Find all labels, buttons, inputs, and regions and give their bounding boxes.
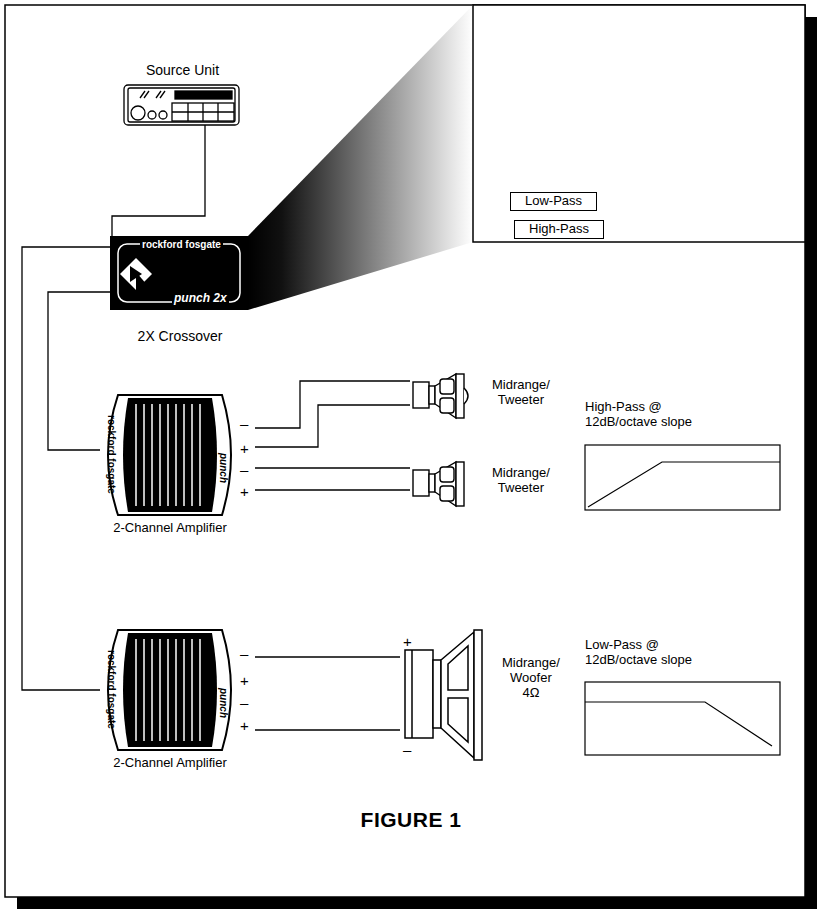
signal-wire — [112, 125, 205, 236]
node-label: High-Pass @ 12dB/octave slope — [585, 400, 725, 430]
signal-wire — [255, 656, 400, 657]
crossover: rockford fosgate punch 2x 2X Crossover — [110, 236, 250, 346]
node-label: 2-Channel Amplifier — [100, 756, 240, 771]
amplifier: rockford fosgate punch 2-Channel Amplifier — [100, 393, 255, 543]
high-pass-graph — [585, 445, 780, 510]
logo-text: rockford fosgate — [140, 239, 223, 251]
node-label: High-Pass — [529, 222, 589, 237]
tweeter: Midrange/ Tweeter — [410, 458, 560, 510]
amplifier-drawing — [108, 395, 231, 515]
crossover-drawing — [110, 236, 248, 310]
fin-line — [151, 404, 153, 506]
amplifier-drawing — [108, 630, 231, 750]
zoom-panel — [473, 5, 805, 242]
fin-line — [143, 639, 145, 741]
fin-line — [175, 404, 177, 506]
fin-line — [167, 404, 169, 506]
fin-line — [135, 639, 137, 741]
response-graph: Low-Pass @ 12dB/octave slope — [580, 638, 785, 758]
fin-line — [183, 404, 185, 506]
fin-line — [143, 404, 145, 506]
node-label: Low-Pass — [525, 194, 582, 209]
signal-wire — [255, 729, 400, 730]
zoom-wedge — [248, 5, 473, 310]
node-label: Low-Pass @ 12dB/octave slope — [585, 638, 725, 668]
fin-line — [167, 639, 169, 741]
fin-line — [199, 404, 201, 506]
fin-line — [175, 639, 177, 741]
terminal-sign: – — [240, 416, 248, 431]
terminal-sign: + — [403, 634, 412, 649]
fin-line — [191, 639, 193, 741]
terminal-sign: + — [240, 441, 249, 456]
fin-line — [135, 404, 137, 506]
response-graph: High-Pass @ 12dB/octave slope — [580, 400, 785, 512]
fin-line — [191, 404, 193, 506]
filter-box: High-Pass — [514, 220, 604, 239]
terminal-sign: + — [240, 673, 249, 688]
logo-text: punch — [218, 453, 228, 483]
frame — [5, 5, 805, 897]
tweeter-drawing — [413, 462, 464, 506]
source-unit: Source Unit — [120, 62, 245, 125]
signal-wire — [255, 405, 410, 447]
node-label: Source Unit — [120, 62, 245, 78]
woofer-drawing — [405, 630, 482, 760]
filter-box: Low-Pass — [510, 192, 597, 211]
tweeter-drawing — [413, 374, 468, 418]
signal-wire — [22, 247, 110, 690]
source-unit-drawing — [124, 85, 239, 125]
terminal-sign: – — [240, 695, 248, 710]
signal-wire — [255, 489, 410, 490]
tweeter: Midrange/ Tweeter — [410, 372, 560, 420]
woofer: Midrange/ Woofer 4Ω — [400, 628, 560, 762]
amplifier: rockford fosgate punch 2-Channel Amplifier — [100, 628, 255, 778]
fin-line — [151, 639, 153, 741]
node-label: 2-Channel Amplifier — [100, 521, 240, 536]
fin-line — [159, 639, 161, 741]
node-label: Midrange/ Tweeter — [492, 378, 550, 408]
terminal-sign: + — [240, 718, 249, 733]
figure-caption: FIGURE 1 — [0, 808, 822, 832]
terminal-sign: – — [240, 646, 248, 661]
logo-text: rockford fosgate — [106, 650, 116, 729]
signal-wire — [48, 292, 110, 450]
terminal-sign: + — [240, 484, 249, 499]
fin-line — [159, 404, 161, 506]
node-label: Midrange/ Tweeter — [492, 466, 550, 496]
signal-wire — [255, 467, 410, 468]
terminal-sign: – — [240, 462, 248, 477]
terminal-sign: – — [403, 742, 411, 757]
node-label: Midrange/ Woofer 4Ω — [502, 656, 560, 701]
node-label: 2X Crossover — [110, 328, 250, 344]
logo-text: rockford fosgate — [106, 415, 116, 494]
low-pass-graph — [585, 682, 780, 755]
fin-line — [183, 639, 185, 741]
logo-text: punch — [218, 688, 228, 718]
fin-line — [199, 639, 201, 741]
logo-text: punch 2x — [172, 292, 229, 306]
